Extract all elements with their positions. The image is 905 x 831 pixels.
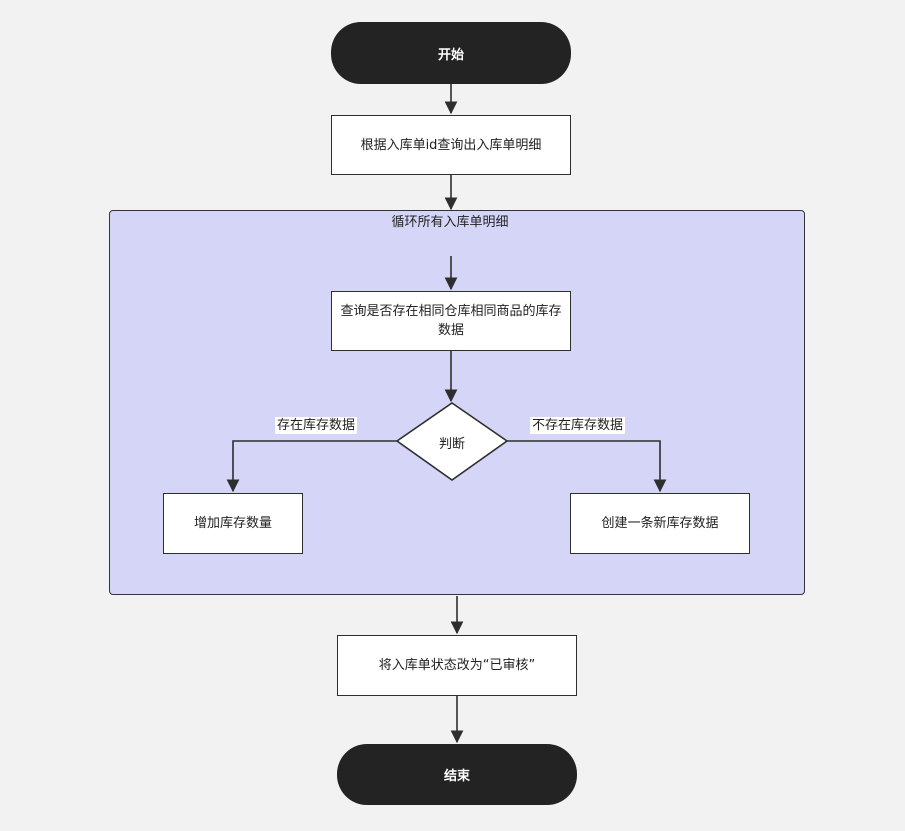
edge-label-not-exists: 不存在库存数据 (530, 417, 626, 434)
query-details-node: 根据入库单id查询出入库单明细 (331, 115, 571, 175)
check-stock-node: 查询是否存在相同仓库相同商品的库存数据 (331, 291, 571, 351)
update-status-node: 将入库单状态改为“已审核” (337, 635, 577, 696)
edge-decision-to-create (507, 440, 667, 493)
end-node: 结束 (337, 744, 577, 805)
edge-label-exists: 存在库存数据 (275, 417, 358, 434)
create-stock-node: 创建一条新库存数据 (570, 493, 750, 554)
decision-diamond (395, 402, 509, 481)
start-node: 开始 (331, 22, 571, 84)
loop-label: 循环所有入库单明细 (391, 215, 509, 230)
increase-stock-node: 增加库存数量 (163, 493, 303, 554)
decision-label: 判断 (438, 437, 465, 452)
edge-decision-to-increase (226, 440, 397, 493)
